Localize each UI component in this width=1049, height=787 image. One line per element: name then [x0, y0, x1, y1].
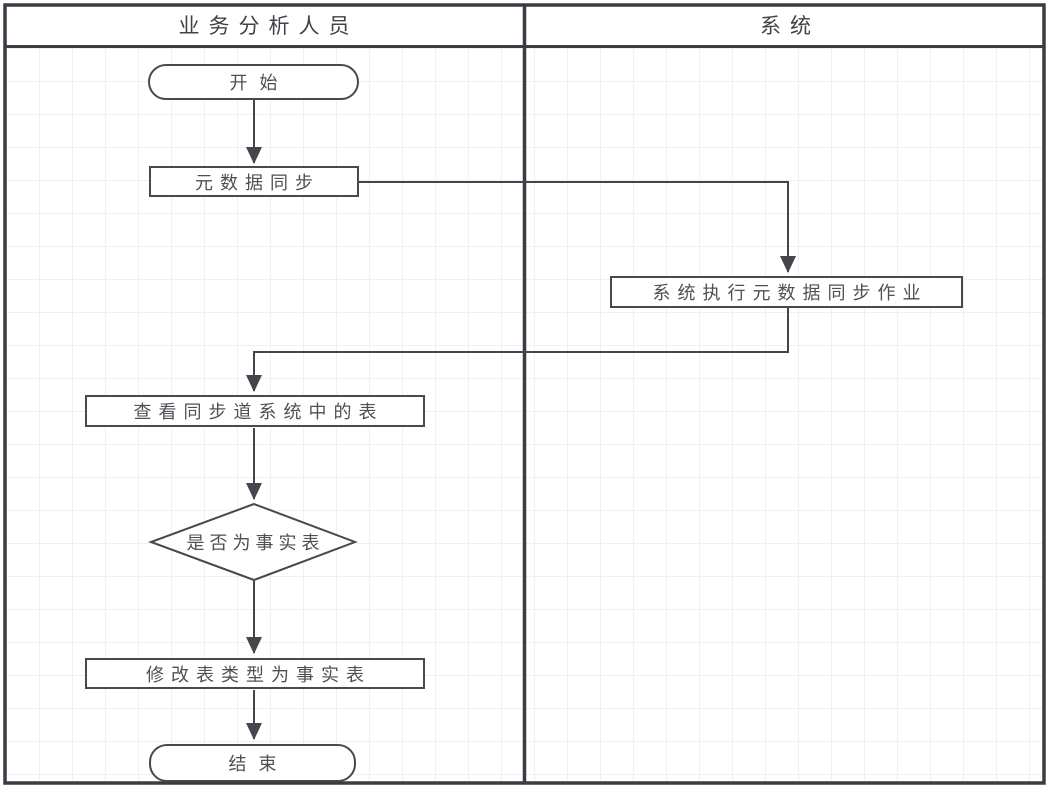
node-label: 系统执行元数据同步作业: [652, 283, 928, 303]
node-label: 开始: [229, 73, 290, 93]
node-label: 修改表类型为事实表: [146, 664, 371, 685]
node-start: 开始: [148, 64, 359, 100]
node-system-job: 系统执行元数据同步作业: [610, 276, 963, 308]
node-label: 结束: [228, 754, 289, 774]
lane-header-system: 系统: [527, 4, 1044, 46]
node-label: 查看同步道系统中的表: [133, 402, 384, 422]
lane-title: 系统: [760, 15, 820, 38]
node-label: 元数据同步: [195, 172, 320, 193]
node-decision-is-fact-table: 是否为事实表: [151, 504, 355, 580]
node-modify-type: 修改表类型为事实表: [85, 658, 425, 689]
node-end: 结束: [149, 744, 356, 782]
lane-title: 业务分析人员: [178, 15, 359, 38]
node-label: 是否为事实表: [186, 533, 325, 553]
node-metadata-sync: 元数据同步: [149, 166, 359, 197]
lane-header-business-analyst: 业务分析人员: [6, 4, 522, 46]
node-view-tables: 查看同步道系统中的表: [85, 395, 425, 427]
